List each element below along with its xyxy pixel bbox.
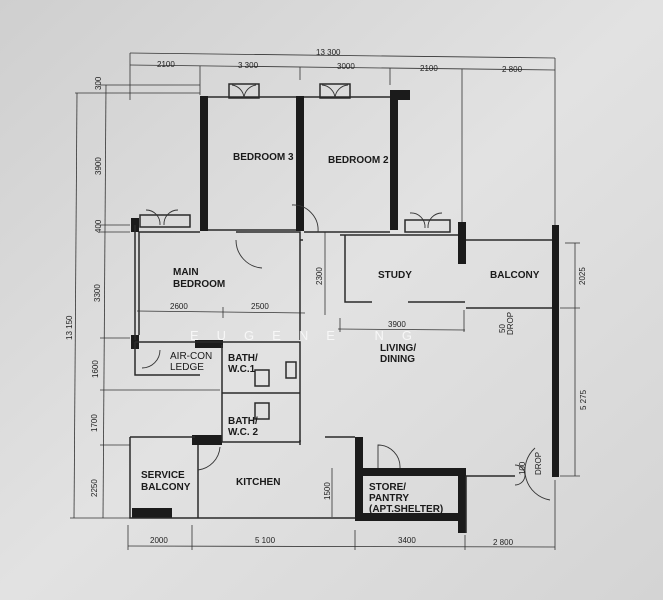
dim-left: 1700 [90, 414, 99, 432]
label-living-1: LIVING/ [380, 343, 416, 354]
walls [129, 83, 559, 533]
label-bath1-1: BATH/ [228, 353, 258, 364]
dimension-lines [70, 52, 580, 550]
label-main-bedroom-2: BEDROOM [173, 279, 225, 290]
label-bath1-2: W.C.1 [228, 364, 256, 375]
dim-top: 3 300 [238, 61, 259, 70]
dimension-labels: 13 300 2100 3 300 3000 2100 2 800 13 150… [65, 48, 588, 547]
dim-left: 1600 [91, 360, 100, 378]
label-store-2: PANTRY [369, 493, 409, 504]
dim-top: 3000 [337, 62, 355, 71]
dim-kitchen-depth: 1500 [323, 482, 332, 500]
dim-top: 2100 [420, 64, 438, 73]
drop-50-value: 50 [498, 324, 507, 333]
drop-100-label: DROP [534, 452, 543, 475]
dim-right: 2025 [578, 267, 587, 285]
dim-bottom: 2 800 [493, 538, 514, 547]
dim-bottom: 3400 [398, 536, 416, 545]
dim-bottom: 5 100 [255, 536, 276, 545]
doors [141, 84, 551, 501]
dim-left: 3900 [94, 157, 103, 175]
label-bedroom-2: BEDROOM 2 [328, 155, 389, 166]
label-balcony: BALCONY [490, 270, 540, 281]
label-study: STUDY [378, 270, 412, 281]
label-bath2-1: BATH/ [228, 416, 258, 427]
label-kitchen: KITCHEN [236, 477, 280, 488]
label-main-bedroom-1: MAIN [173, 267, 199, 278]
drop-50-label: DROP [506, 312, 515, 335]
label-store-3: (APT.SHELTER) [369, 504, 443, 515]
dim-left: 3300 [93, 284, 102, 302]
dim-top: 2 800 [502, 65, 523, 74]
dim-study-width: 3900 [388, 320, 406, 329]
dim-mb-right: 2500 [251, 302, 269, 311]
label-bedroom-3: BEDROOM 3 [233, 152, 294, 163]
dim-left-total: 13 150 [65, 315, 74, 340]
dim-left: 400 [94, 219, 103, 233]
dim-top-total: 13 300 [316, 48, 341, 57]
dim-top: 2100 [157, 60, 175, 69]
dim-left: 300 [94, 76, 103, 90]
dim-bottom: 2000 [150, 536, 168, 545]
label-bath2-2: W.C. 2 [228, 427, 258, 438]
label-store-1: STORE/ [369, 482, 406, 493]
label-living-2: DINING [380, 354, 415, 365]
label-service-2: BALCONY [141, 482, 191, 493]
watermark: EUGENE NG [190, 328, 430, 343]
dim-left: 2250 [90, 479, 99, 497]
label-aircon-1: AIR-CON [170, 351, 212, 362]
dim-study-height: 2300 [315, 267, 324, 285]
dim-mb-left: 2600 [170, 302, 188, 311]
room-labels: BEDROOM 3 BEDROOM 2 MAIN BEDROOM STUDY B… [141, 152, 540, 515]
dim-right: 5 275 [579, 389, 588, 410]
drop-100-value: 100 [518, 461, 527, 475]
label-service-1: SERVICE [141, 470, 185, 481]
label-aircon-2: LEDGE [170, 362, 204, 373]
